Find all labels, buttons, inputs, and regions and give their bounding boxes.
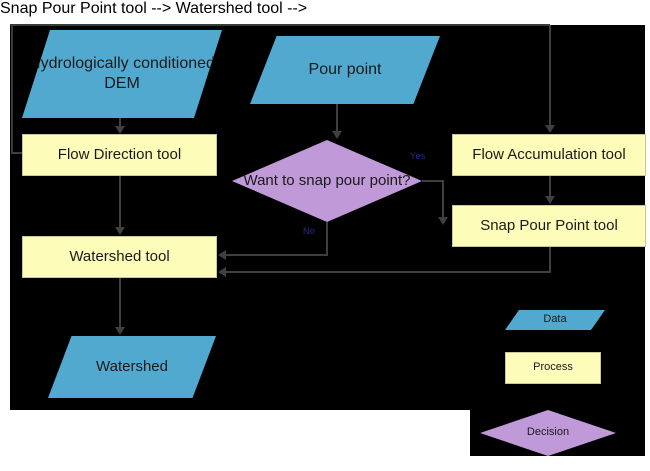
connector-yes-horizontal: [422, 180, 444, 182]
arrowhead-snap-to-watershedtool: [218, 267, 226, 277]
connector-flowdir-to-watershedtool: [119, 176, 121, 228]
node-snap-pour-point-tool[interactable]: Snap Pour Point tool: [452, 205, 646, 247]
arrowhead-flowacc-to-snap: [545, 196, 555, 204]
arrowhead-dem-to-flowdir: [115, 126, 125, 134]
frame-top-rule: [10, 24, 550, 26]
frame-left-rule: [11, 24, 13, 154]
connector-frame-to-flowdir: [11, 152, 24, 154]
node-hydrologically-conditioned-dem[interactable]: Hydrologically conditioned DEM: [22, 30, 222, 118]
arrowhead-flowdir-to-watershedtool: [115, 227, 125, 235]
arrowhead-no-to-watershedtool: [218, 250, 226, 260]
node-watershed[interactable]: Watershed: [48, 336, 216, 398]
connector-watershedtool-to-watershed: [119, 278, 121, 328]
connector-flowacc-to-snap: [549, 176, 551, 197]
arrowhead-pour-to-decision: [332, 131, 342, 139]
connector-pour-to-decision: [336, 104, 338, 132]
connector-no-horizontal: [226, 254, 328, 256]
node-watershed-tool[interactable]: Watershed tool: [22, 236, 217, 278]
arrowhead-yes-to-snap: [438, 217, 448, 225]
connector-snap-to-watershedtool-vertical: [549, 247, 551, 272]
arrowhead-watershedtool-to-watershed: [115, 327, 125, 335]
node-flow-accumulation-tool[interactable]: Flow Accumulation tool: [452, 134, 646, 176]
connector-no-vertical: [326, 222, 328, 255]
node-pour-point[interactable]: Pour point: [250, 36, 440, 104]
node-flow-direction-tool[interactable]: Flow Direction tool: [22, 134, 217, 176]
connector-dem-to-flowdir: [119, 118, 121, 127]
legend-item-data: Data: [505, 310, 605, 330]
connector-top-to-flowacc: [549, 25, 551, 125]
connector-yes-vertical: [442, 180, 444, 218]
connector-snap-to-watershedtool-horizontal: [226, 271, 551, 273]
edge-label-no: No: [303, 226, 316, 236]
legend-item-process: Process: [505, 352, 601, 384]
edge-label-yes: Yes: [410, 151, 426, 161]
arrowhead-top-to-flowacc: [545, 125, 555, 133]
